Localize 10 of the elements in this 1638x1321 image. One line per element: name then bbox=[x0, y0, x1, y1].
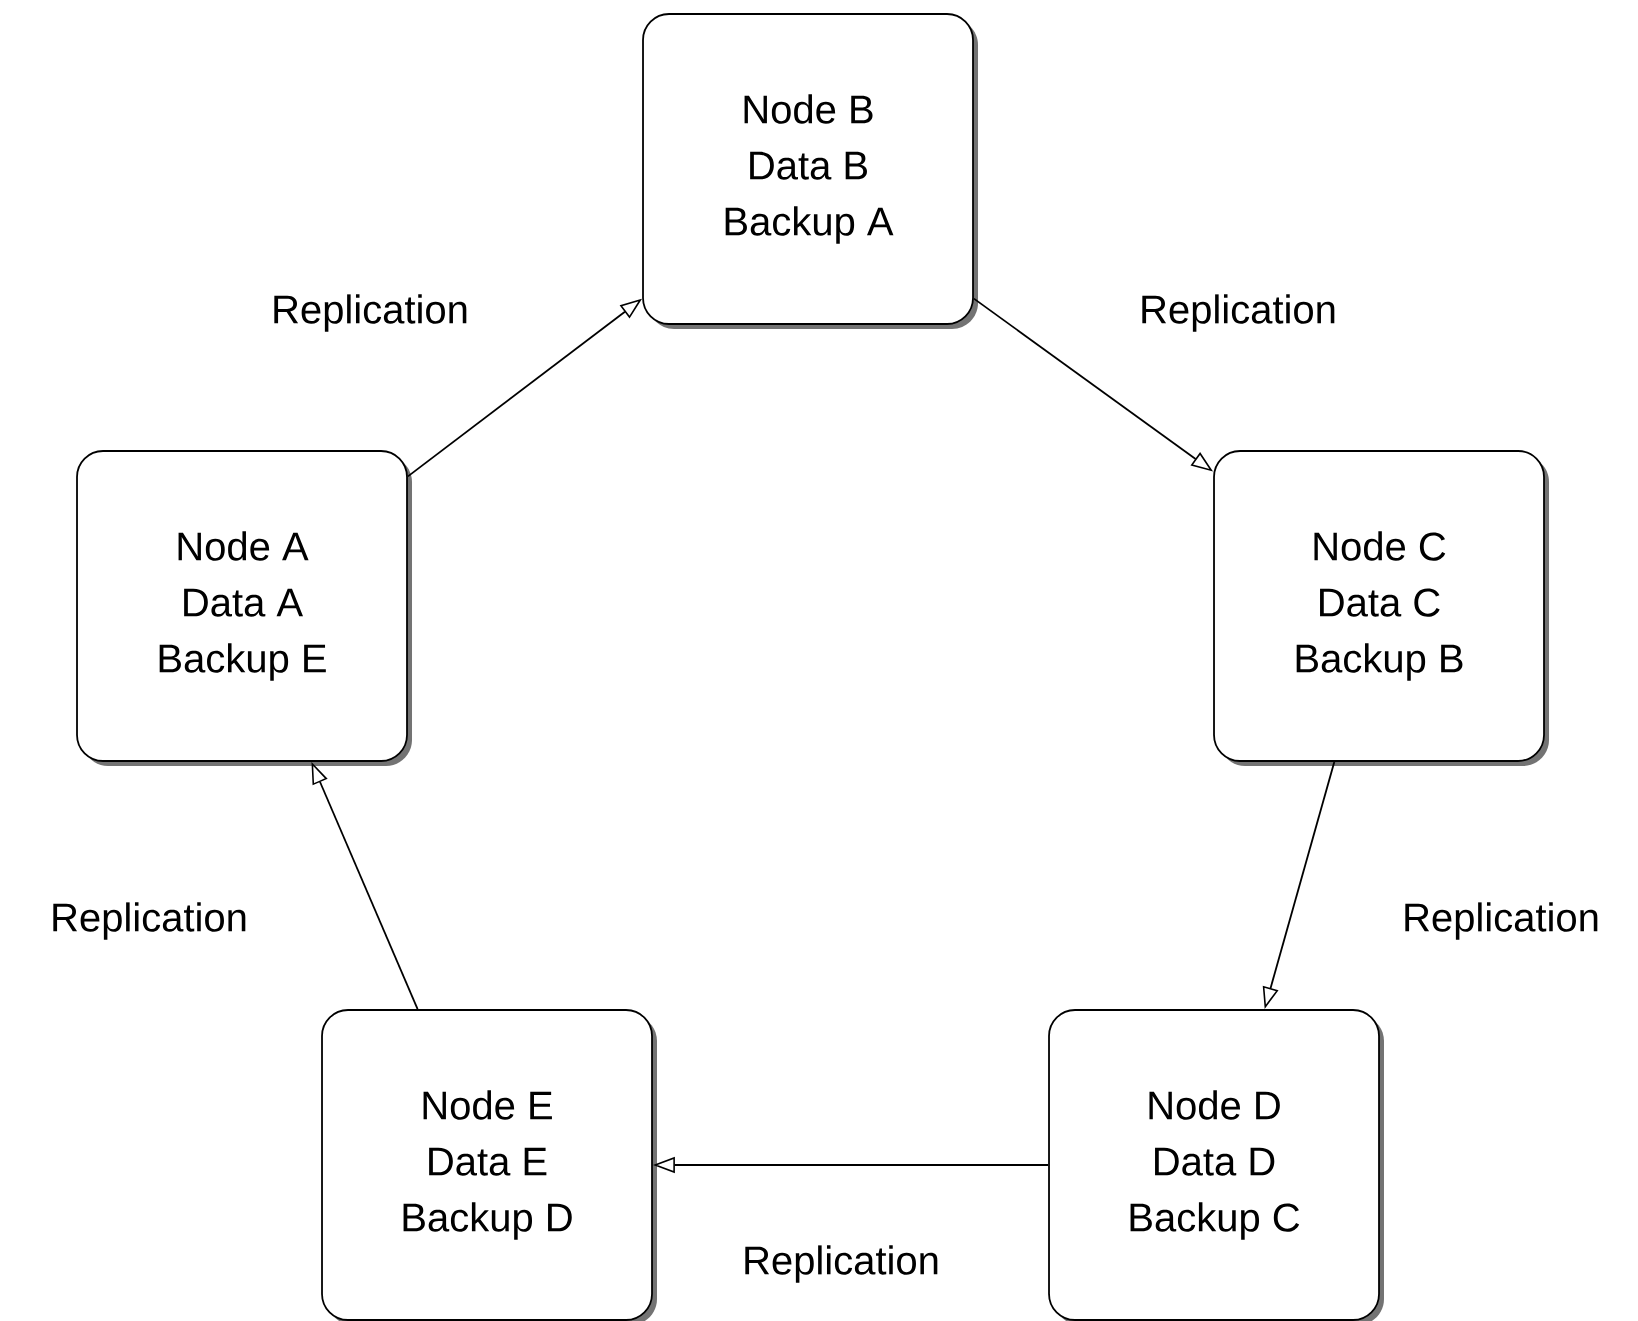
edge-label: Replication bbox=[269, 292, 471, 334]
node-box: Node C Data C Backup B bbox=[1213, 450, 1549, 766]
node-box: Node E Data E Backup D bbox=[321, 1009, 657, 1321]
edge-label: Replication bbox=[48, 900, 250, 942]
node-box: Node B Data B Backup A bbox=[642, 13, 978, 329]
edge-label: Replication bbox=[1400, 900, 1602, 942]
edge-label: Replication bbox=[1137, 292, 1339, 334]
edge-label: Replication bbox=[740, 1243, 942, 1285]
node-box: Node A Data A Backup E bbox=[76, 450, 412, 766]
node-box: Node D Data D Backup C bbox=[1048, 1009, 1384, 1321]
